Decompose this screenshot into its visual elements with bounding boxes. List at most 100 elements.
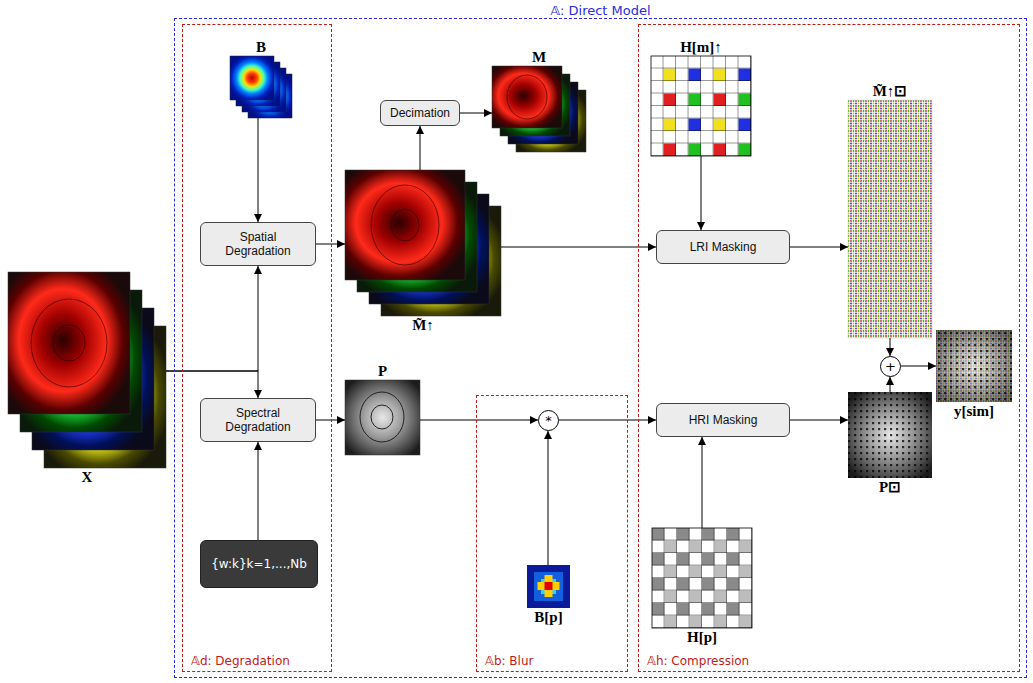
process-box: Spectral Degradation <box>200 398 316 442</box>
image-bp-kernel-part <box>545 575 553 597</box>
image-m-up-stack <box>345 170 501 316</box>
signal-arrow <box>890 338 891 356</box>
signal-arrow <box>460 113 492 114</box>
image-bp-kernel <box>527 565 570 608</box>
signal-arrow <box>890 377 891 392</box>
image-m-up-stack-part <box>391 209 419 241</box>
image-caption: B[p] <box>534 609 562 626</box>
signal-arrow <box>501 247 656 248</box>
image-b-stack <box>230 56 292 118</box>
stage-region: 𝔸b: Blur * B[p] <box>476 395 628 672</box>
mask-hp-grid <box>652 528 752 628</box>
mask-hp-grid-part <box>652 528 752 628</box>
image-caption: B <box>256 39 266 56</box>
mask-hp-grid-part <box>652 528 752 628</box>
signal-arrow <box>258 118 259 222</box>
region-label: 𝔸d: Degradation <box>189 654 292 668</box>
region-label: 𝔸h: Compression <box>645 654 751 668</box>
process-box: HRI Masking <box>656 403 790 437</box>
image-y-sim-part <box>936 330 1012 402</box>
image-node: M̃↑⊡ <box>848 100 932 338</box>
image-masked-hri-part <box>848 392 932 478</box>
image-bp-kernel-part <box>534 572 563 601</box>
image-p-part <box>371 405 393 429</box>
image-bp-kernel-part <box>545 582 553 590</box>
image-caption: P <box>378 363 387 380</box>
signal-arrow <box>901 366 936 367</box>
model-title: 𝔸: Direct Model <box>547 3 653 18</box>
image-bp-kernel-part <box>527 565 570 608</box>
image-caption: y[sim] <box>954 403 994 420</box>
signal-arrow <box>559 420 656 421</box>
box-label: Spatial Degradation <box>207 230 309 259</box>
image-caption: P⊡ <box>879 479 901 496</box>
image-node: X <box>8 272 166 468</box>
region-label: 𝔸b: Blur <box>483 654 535 668</box>
image-m-stack-part <box>507 75 547 119</box>
signal-arrow <box>316 244 345 245</box>
image-b-stack-part <box>230 56 274 100</box>
operator-circle: + <box>880 356 901 377</box>
image-node: B <box>230 56 292 118</box>
image-masked-hri-part <box>848 392 932 478</box>
image-node: M̃↑ <box>345 170 501 316</box>
image-node: H[m]↑ <box>651 56 751 156</box>
box-label: Spectral Degradation <box>207 406 309 435</box>
image-p-part <box>360 392 404 442</box>
operator-circle: * <box>538 410 559 431</box>
image-masked-lri-part <box>848 100 932 338</box>
mask-hm-grid-part <box>651 56 751 156</box>
signal-arrow <box>790 247 848 248</box>
image-node: H[p] <box>652 528 752 628</box>
image-p <box>345 380 420 455</box>
image-x-stack-part <box>31 299 107 387</box>
operator-symbol: + <box>885 360 896 373</box>
image-m-up-stack-part <box>345 170 465 280</box>
stage-region: 𝔸d: Degradation B Spatial DegradationSpect… <box>182 24 332 672</box>
image-y-sim-part <box>936 330 1012 402</box>
signal-arrow <box>420 126 421 170</box>
image-caption: M <box>532 49 546 66</box>
process-box: LRI Masking <box>656 230 790 264</box>
image-bp-kernel-part <box>538 582 560 590</box>
image-x-stack <box>8 272 166 468</box>
image-masked-hri <box>848 392 932 478</box>
image-m-stack <box>492 66 586 152</box>
signal-arrow <box>548 431 549 565</box>
mask-hm-grid <box>651 56 751 156</box>
box-label: HRI Masking <box>689 413 758 427</box>
image-y-sim-part <box>936 330 1012 402</box>
box-label: LRI Masking <box>690 240 757 254</box>
mask-hm-grid-part <box>651 56 751 156</box>
image-node: B[p] <box>527 565 570 608</box>
image-masked-lri <box>848 100 932 338</box>
model-frame: 𝔸: Direct Model𝔸d: DegradationBSpatial D… <box>174 18 1027 678</box>
image-caption: M̃↑⊡ <box>873 83 908 100</box>
image-node: P⊡ <box>848 392 932 478</box>
signal-arrow <box>166 371 258 398</box>
signal-arrow <box>790 420 848 421</box>
image-m-stack-part <box>492 66 562 128</box>
signal-arrow <box>420 420 538 421</box>
image-node: P <box>345 380 420 455</box>
image-caption: H[m]↑ <box>680 39 722 56</box>
signal-arrow <box>702 437 703 528</box>
signal-arrow <box>166 266 258 371</box>
process-box: Spatial Degradation <box>200 222 316 266</box>
image-node: y[sim] <box>936 330 1012 402</box>
image-caption: X <box>82 469 93 486</box>
image-caption: H[p] <box>687 629 717 646</box>
box-label: {w:k}k=1,...,Nb <box>211 557 307 571</box>
image-p-part <box>345 380 420 455</box>
operator-symbol: * <box>545 414 552 427</box>
parameter-box: {w:k}k=1,...,Nb <box>200 540 318 588</box>
image-x-stack-part <box>8 272 130 414</box>
box-label: Decimation <box>390 106 450 120</box>
image-caption: M̃↑ <box>412 317 434 334</box>
stage-region: 𝔸h: Compression H[m]↑ LRI Masking M̃↑⊡ + HRI … <box>638 24 1020 672</box>
image-y-sim <box>936 330 1012 402</box>
